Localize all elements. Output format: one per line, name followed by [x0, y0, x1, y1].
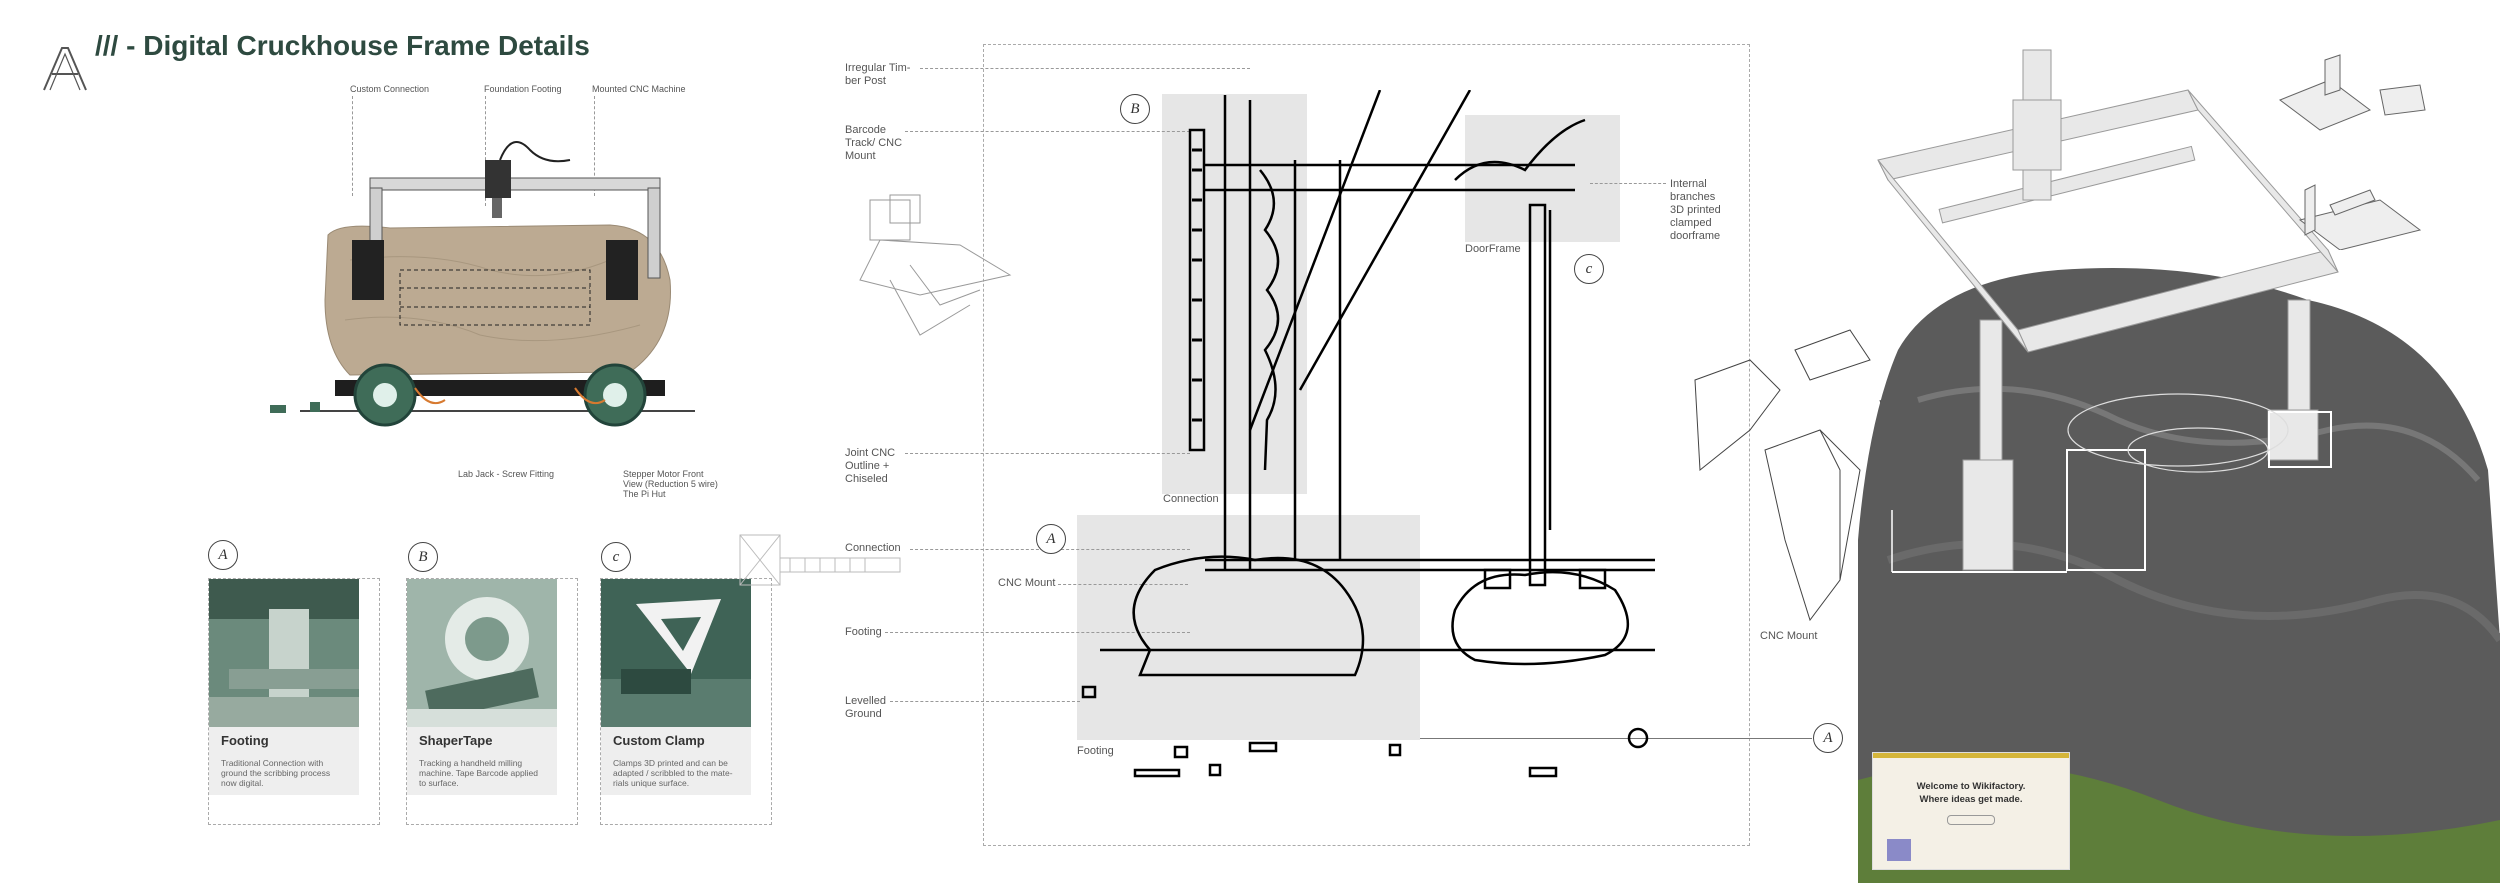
card-desc-l2: adapted / scribbled to the mate-: [613, 768, 733, 778]
section-linework: [1081, 90, 1655, 778]
cnc-on-rock-render: [1858, 49, 2500, 883]
card-title: Footing: [221, 733, 269, 748]
card-shapertape-info: ShaperTape Tracking a handheld milling m…: [407, 727, 557, 795]
label-barcode-l1: Barcode: [845, 124, 886, 136]
thumbnail-exploded-views: [2278, 54, 2426, 250]
label-timber-l1: Irregular Tim-: [845, 62, 911, 74]
badge-a-section-left: A: [1036, 524, 1066, 554]
label-footing-block: Footing: [1077, 745, 1114, 757]
section-drawing-frame: [983, 44, 1750, 846]
label-cnc-mount-right: CNC Mount: [1760, 630, 1818, 642]
label-joint-l2: Outline +: [845, 460, 890, 472]
label-joint-l1: Joint CNC: [845, 447, 896, 459]
gray-block-doorframe: [1465, 115, 1620, 242]
card-title: ShaperTape: [419, 733, 493, 748]
label-timber-l2: ber Post: [845, 75, 886, 87]
badge-a-footing: A: [208, 540, 238, 570]
label-internal-l5: doorframe: [1670, 230, 1721, 242]
label-connection-left: Connection: [845, 542, 901, 554]
label-mounted-cnc: Mounted CNC Machine: [592, 84, 686, 94]
card-shapertape: ShaperTape Tracking a handheld milling m…: [406, 578, 578, 825]
cnc-on-boulder-illustration: [270, 141, 695, 427]
card-desc-l1: Clamps 3D printed and can be: [613, 758, 728, 768]
card-footing-info: Footing Traditional Connection with grou…: [209, 727, 359, 795]
card-custom-clamp: Custom Clamp Clamps 3D printed and can b…: [600, 578, 772, 825]
card-title: Custom Clamp: [613, 733, 705, 748]
label-doorframe: DoorFrame: [1465, 243, 1521, 255]
label-levelled-l1: Levelled: [845, 695, 886, 707]
label-internal-l3: 3D printed: [1670, 204, 1721, 216]
label-connection-block: Connection: [1163, 493, 1219, 505]
card-desc-l1: Tracking a handheld milling: [419, 758, 523, 768]
banner-line2: Where ideas get made.: [1919, 794, 2023, 805]
label-footing-left: Footing: [845, 626, 882, 638]
banner-top-stripe: [1873, 753, 2069, 758]
badge-c-section: c: [1574, 254, 1604, 284]
gray-block-connection: [1162, 94, 1307, 494]
card-desc-l1: Traditional Connection with: [221, 758, 324, 768]
label-cnc-mount-left: CNC Mount: [998, 577, 1056, 589]
label-custom-connection: Custom Connection: [350, 84, 430, 94]
footing-photo: [209, 579, 359, 727]
label-foundation-footing: Foundation Footing: [484, 84, 562, 94]
label-stepper-l1: Stepper Motor Front: [623, 469, 704, 479]
badge-b-shapertape: B: [408, 542, 438, 572]
label-internal-l2: branches: [1670, 191, 1716, 203]
label-internal-l1: Internal: [1670, 178, 1707, 190]
wikifactory-banner[interactable]: Welcome to Wikifactory. Where ideas get …: [1872, 752, 2070, 870]
card-footing: Footing Traditional Connection with grou…: [208, 578, 380, 825]
banner-avatar: [1887, 839, 1911, 861]
card-desc-l3: now digital.: [221, 778, 264, 788]
badge-c-clamp: c: [601, 542, 631, 572]
page-title: /// - Digital Cruckhouse Frame Details: [95, 30, 590, 61]
card-desc-l2: ground the scribbing process: [221, 768, 331, 778]
custom-clamp-photo: [601, 579, 751, 727]
label-lab-jack: Lab Jack - Screw Fitting: [458, 469, 555, 479]
label-barcode-l2: Track/ CNC: [845, 137, 903, 149]
card-desc-l3: to surface.: [419, 778, 459, 788]
label-stepper-l3: The Pi Hut: [623, 489, 666, 499]
label-internal-l4: clamped: [1670, 217, 1712, 229]
badge-a-section-right: A: [1813, 723, 1843, 753]
screw-sketch: [739, 534, 901, 586]
badge-b-section: B: [1120, 94, 1150, 124]
label-joint-l3: Chiseled: [845, 473, 888, 485]
card-desc-l3: rials unique surface.: [613, 778, 690, 788]
label-levelled-l2: Ground: [845, 708, 882, 720]
label-barcode-l3: Mount: [845, 150, 876, 162]
logo-a-icon: [43, 47, 87, 91]
shapertape-photo: [407, 579, 557, 727]
cnc-tool-sketch: [859, 194, 1012, 336]
card-desc-l2: machine. Tape Barcode applied: [419, 768, 538, 778]
banner-line1: Welcome to Wikifactory.: [1916, 781, 2026, 792]
card-custom-clamp-info: Custom Clamp Clamps 3D printed and can b…: [601, 727, 751, 795]
banner-search-field[interactable]: [1947, 815, 1995, 825]
label-stepper-l2: View (Reduction 5 wire): [623, 479, 718, 489]
